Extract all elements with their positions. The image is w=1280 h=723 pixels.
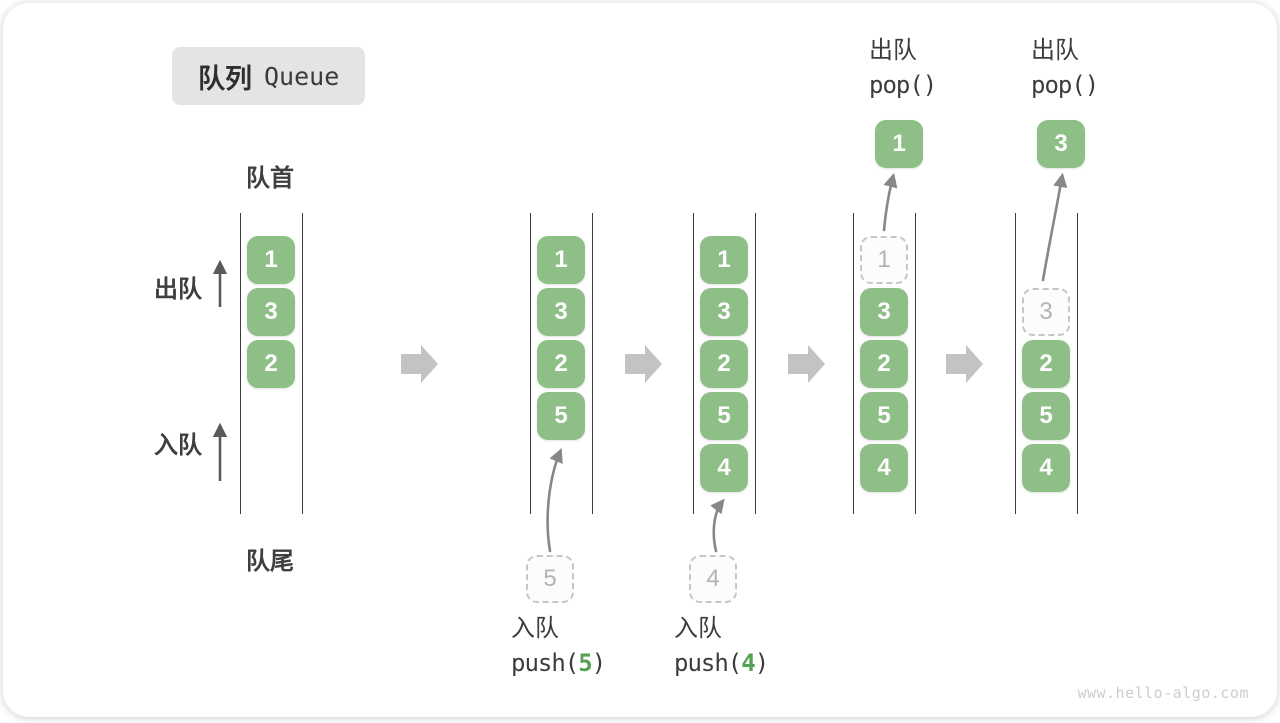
code-argument: 5	[578, 649, 592, 677]
enqueue-caption-code: push(4)	[674, 646, 834, 681]
enqueue-caption-label: 入队	[674, 615, 722, 642]
dequeue-caption-label: 出队	[1031, 37, 1079, 64]
queue-slot: 3	[247, 288, 295, 336]
dequeue-caption-label: 出队	[869, 37, 917, 64]
queue-slot: 2	[537, 340, 585, 388]
popped-element-box: 3	[1037, 120, 1085, 168]
incoming-element-box: 4	[689, 555, 737, 603]
queue-slot: 4	[860, 444, 908, 492]
queue-rear-label: 队尾	[246, 548, 294, 575]
code-argument: 4	[741, 649, 755, 677]
title-english: Queue	[264, 61, 340, 91]
dequeue-caption-code: pop()	[1031, 71, 1099, 99]
code-prefix: push(	[674, 649, 742, 677]
enqueue-caption-code: push(5)	[511, 646, 671, 681]
queue-slot: 3	[700, 288, 748, 336]
queue-slot: 5	[860, 392, 908, 440]
queue-slot-dashed: 1	[860, 236, 908, 284]
enqueue-caption: 入队 push(4)	[674, 611, 834, 681]
state-transition-arrow-icon	[946, 345, 983, 383]
queue-slot: 3	[860, 288, 908, 336]
queue-front-label: 队首	[246, 165, 294, 192]
queue-slot: 4	[1022, 444, 1070, 492]
state-transition-arrow-icon	[625, 345, 662, 383]
queue-slot: 2	[860, 340, 908, 388]
queue-slot: 4	[700, 444, 748, 492]
queue-slot: 5	[1022, 392, 1070, 440]
enqueue-side-label: 入队	[154, 432, 202, 459]
code-suffix: )	[754, 649, 769, 677]
dequeue-caption: 出队 pop()	[1031, 33, 1191, 103]
enqueue-caption: 入队 push(5)	[511, 611, 671, 681]
queue-slot: 1	[700, 236, 748, 284]
incoming-element-box: 5	[526, 555, 574, 603]
code-suffix: )	[591, 649, 606, 677]
enqueue-caption-label: 入队	[511, 615, 559, 642]
code-prefix: push(	[511, 649, 579, 677]
diagram-card: 队列 Queue 队首 队尾 出队 入队 www.hello-algo.com …	[3, 3, 1277, 717]
dequeue-caption: 出队 pop()	[869, 33, 1029, 103]
queue-slot: 1	[247, 236, 295, 284]
dequeue-caption-code: pop()	[869, 71, 937, 99]
state-transition-arrow-icon	[401, 345, 438, 383]
queue-slot: 1	[537, 236, 585, 284]
queue-slot: 3	[537, 288, 585, 336]
queue-slot: 2	[1022, 340, 1070, 388]
diagram-stage: 队列 Queue 队首 队尾 出队 入队 www.hello-algo.com …	[3, 3, 1277, 717]
queue-slot: 5	[537, 392, 585, 440]
watermark: www.hello-algo.com	[1077, 684, 1249, 702]
title-badge: 队列 Queue	[172, 47, 366, 105]
queue-slot: 2	[247, 340, 295, 388]
dequeue-side-label: 出队	[154, 276, 202, 303]
queue-slot: 5	[700, 392, 748, 440]
title-chinese: 队列	[198, 63, 252, 94]
queue-slot: 2	[700, 340, 748, 388]
state-transition-arrow-icon	[788, 345, 825, 383]
queue-slot-dashed: 3	[1022, 288, 1070, 336]
popped-element-box: 1	[875, 120, 923, 168]
